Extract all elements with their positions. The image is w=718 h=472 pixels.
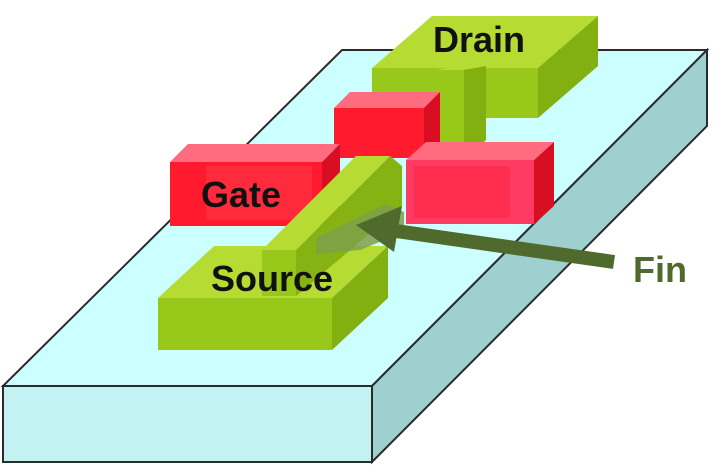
source-label: Source: [211, 258, 333, 299]
fin-arrow: [356, 206, 615, 269]
drain-top-face: [372, 16, 598, 68]
gate-left-top: [170, 144, 340, 162]
fin-back-top: [436, 66, 486, 70]
gate-right-top: [406, 142, 554, 160]
source-front-face: [158, 298, 332, 350]
gate-back-side: [424, 92, 440, 158]
fin-back-segment: [436, 66, 486, 160]
drain-label: Drain: [433, 19, 525, 60]
gate-right-block: [406, 142, 554, 224]
gate-right-inner-shade: [414, 166, 510, 218]
gate-label: Gate: [201, 174, 281, 215]
fin-front-top: [262, 156, 390, 250]
fin-back-front: [436, 70, 464, 160]
fin-arrow-shaft: [395, 224, 615, 269]
gate-left-inner-shade: [206, 166, 312, 220]
fin-label: Fin: [633, 249, 687, 290]
gate-back-front: [334, 108, 424, 158]
drain-side-face: [538, 16, 598, 118]
fin-front-face: [262, 250, 296, 296]
source-side-face: [332, 246, 388, 350]
fin-arrow-head: [356, 206, 402, 252]
gate-right-side: [534, 142, 554, 224]
substrate-front-face: [2, 385, 373, 463]
fin-back-side: [464, 66, 486, 160]
gate-back-block: [334, 92, 440, 158]
gate-back-top: [334, 92, 440, 108]
